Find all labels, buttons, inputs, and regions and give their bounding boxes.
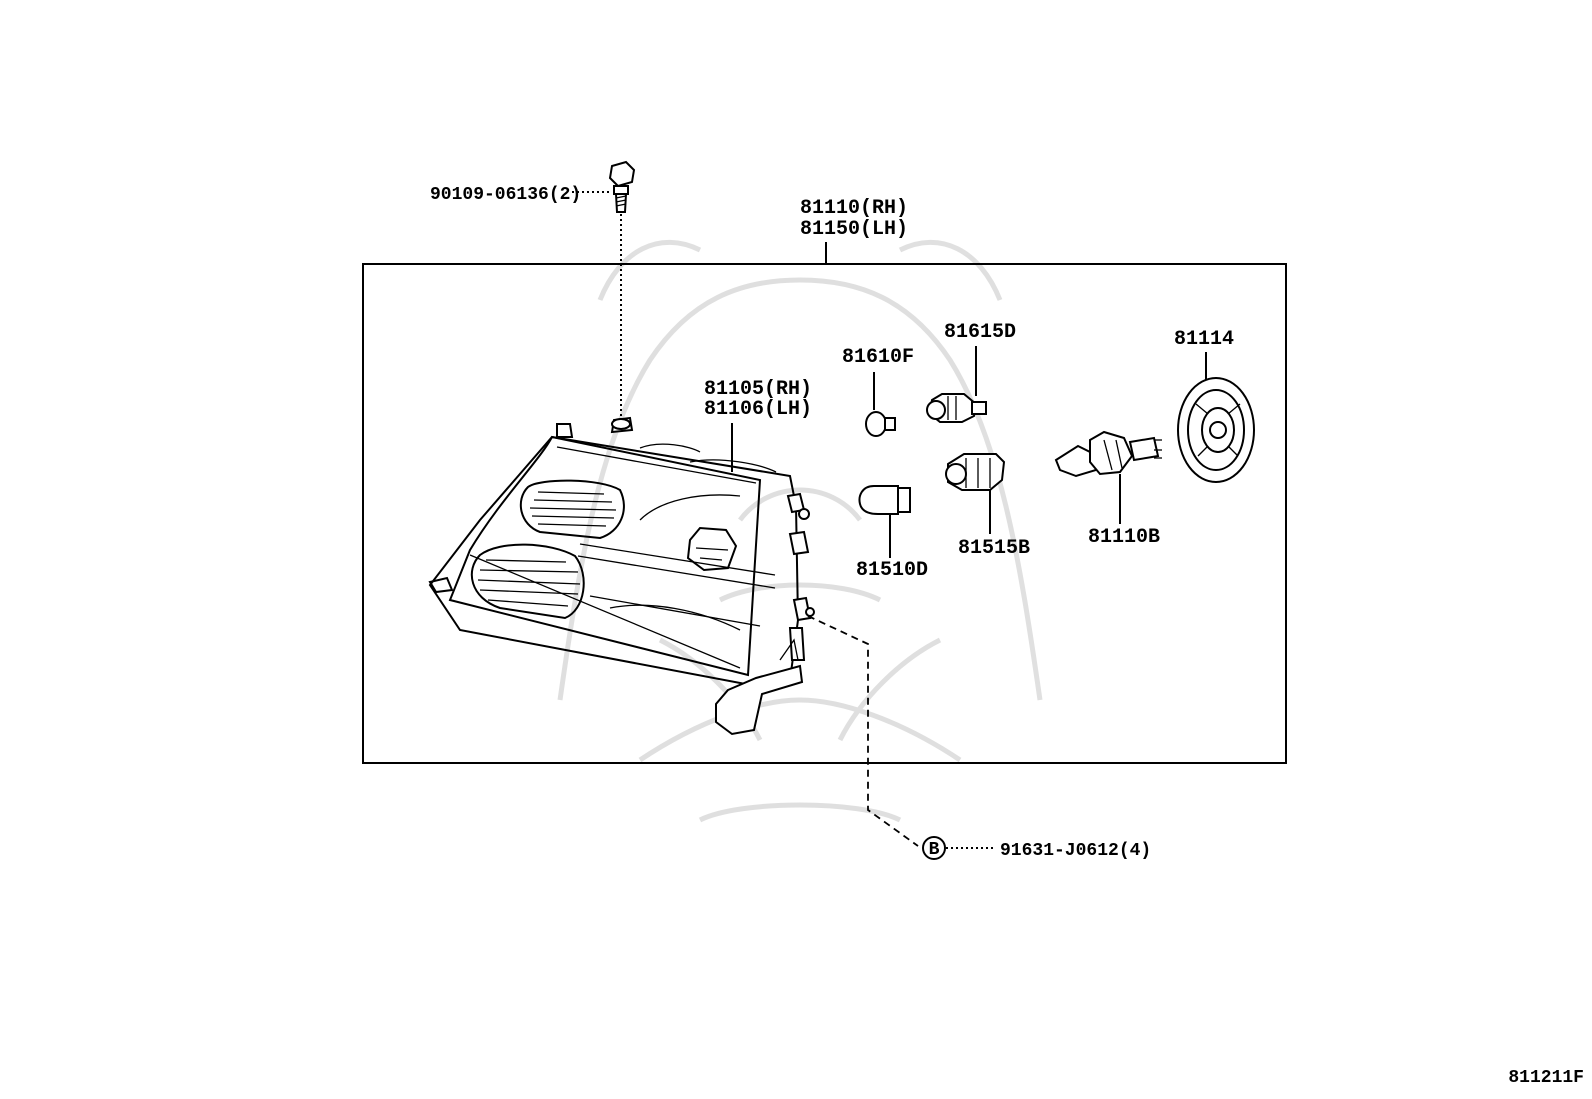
clip-ref-circle	[922, 836, 946, 860]
cover-81114	[1177, 377, 1255, 483]
label-bolt: 90109-06136(2)	[430, 185, 581, 205]
label-81610f: 81610F	[842, 346, 914, 369]
label-assembly-rh: 81110(RH)	[800, 197, 908, 220]
bolt-part	[608, 160, 636, 213]
label-81515b: 81515B	[958, 537, 1030, 560]
label-81110b: 81110B	[1088, 526, 1160, 549]
label-assembly-lh: 81150(LH)	[800, 218, 908, 241]
label-clip: 91631-J0612(4)	[1000, 841, 1151, 861]
clip-ref-letter: B	[929, 840, 940, 860]
bulb-81610f	[865, 411, 896, 437]
headlamp-housing	[428, 416, 815, 736]
assembly-frame	[362, 263, 1287, 764]
label-81615d: 81615D	[944, 321, 1016, 344]
figure-id: 811211F	[1508, 1068, 1584, 1088]
socket-81515b	[945, 453, 1006, 491]
bulb-81110b	[1054, 430, 1162, 478]
label-lens-lh: 81106(LH)	[704, 398, 812, 421]
socket-81615d	[926, 393, 987, 423]
label-81114: 81114	[1174, 328, 1234, 351]
label-81510d: 81510D	[856, 559, 928, 582]
label-lens-rh: 81105(RH)	[704, 378, 812, 401]
bulb-81510d	[858, 485, 911, 515]
clip-dashed-leader	[807, 615, 919, 847]
